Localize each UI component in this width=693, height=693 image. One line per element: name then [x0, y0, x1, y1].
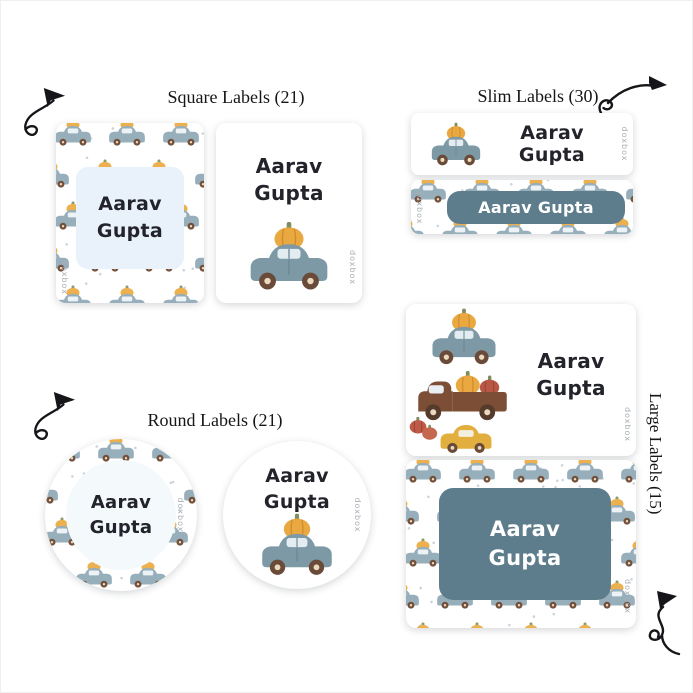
personalized-name: Aarav Gupta: [216, 153, 362, 207]
car-pumpkin-illustration: [255, 513, 339, 577]
large-label-cars-style: Aarav Gupta doxbox: [406, 304, 636, 456]
personalized-name: Aarav Gupta: [90, 490, 153, 540]
square-labels-title: Square Labels (21): [167, 87, 305, 107]
car-pumpkin-illustration: [427, 122, 485, 167]
red-pumpkins-illustration: [408, 416, 438, 441]
brand-mark: doxbox: [620, 126, 629, 162]
car-pumpkin-illustration: [426, 308, 502, 366]
name-line-last: Gupta: [536, 376, 606, 400]
name-panel: Aarav Gupta: [76, 167, 184, 269]
square-label-car-style: Aarav Gupta doxbox: [216, 123, 362, 303]
brand-mark: doxbox: [415, 189, 424, 225]
name-line-first: Aarav: [489, 517, 561, 541]
round-label-car-style: Aarav Gupta doxbox: [223, 441, 371, 589]
name-line-first: Aarav: [255, 154, 323, 178]
name-line-last: Gupta: [96, 220, 164, 242]
slim-label-car-style: Aarav Gupta doxbox: [411, 113, 633, 175]
arrow-doodle-icon: [24, 88, 66, 136]
name-line-last: Gupta: [89, 517, 153, 538]
name-line-last: Gupta: [254, 181, 324, 205]
brand-mark: doxbox: [623, 407, 632, 442]
name-panel: Aarav Gupta: [66, 460, 176, 570]
brand-mark: doxbox: [60, 260, 69, 295]
arrow-doodle-icon: [598, 76, 667, 115]
yellow-car-illustration: [436, 414, 496, 453]
large-label-pattern-style: Aarav Gupta doxbox: [406, 460, 636, 628]
slim-labels-title: Slim Labels (30): [477, 86, 599, 106]
arrow-doodle-icon: [34, 392, 76, 440]
personalized-name: Aarav Gupta: [518, 122, 586, 166]
large-labels-title: Large Labels (15): [646, 393, 665, 515]
name-panel-dark: Aarav Gupta: [439, 488, 611, 600]
brand-mark: doxbox: [176, 497, 185, 533]
name-line-last: Gupta: [488, 546, 562, 570]
round-labels-title: Round Labels (21): [147, 410, 283, 430]
personalized-name: Aarav Gupta: [478, 198, 594, 217]
square-label-pattern-style: Aarav Gupta doxbox: [56, 123, 204, 303]
car-pumpkin-illustration: [243, 221, 335, 292]
personalized-name: Aarav Gupta: [223, 463, 371, 515]
name-pill: Aarav Gupta: [447, 191, 625, 224]
name-line-first: Aarav: [537, 349, 605, 373]
round-label-pattern-style: Aarav Gupta doxbox: [45, 439, 197, 591]
slim-label-pattern-style: Aarav Gupta doxbox: [411, 180, 633, 234]
personalized-name: Aarav Gupta: [518, 348, 624, 402]
brand-mark: doxbox: [348, 250, 357, 285]
arrow-doodle-icon: [648, 591, 681, 656]
personalized-name: Aarav Gupta: [489, 515, 562, 573]
name-line-first: Aarav: [90, 492, 152, 513]
name-line-first: Aarav: [265, 465, 329, 487]
name-line-first: Aarav: [98, 193, 162, 215]
brand-mark: doxbox: [623, 579, 632, 614]
brand-mark: doxbox: [353, 497, 362, 533]
personalized-name: Aarav Gupta: [97, 191, 163, 245]
name-line-last: Gupta: [263, 491, 331, 513]
